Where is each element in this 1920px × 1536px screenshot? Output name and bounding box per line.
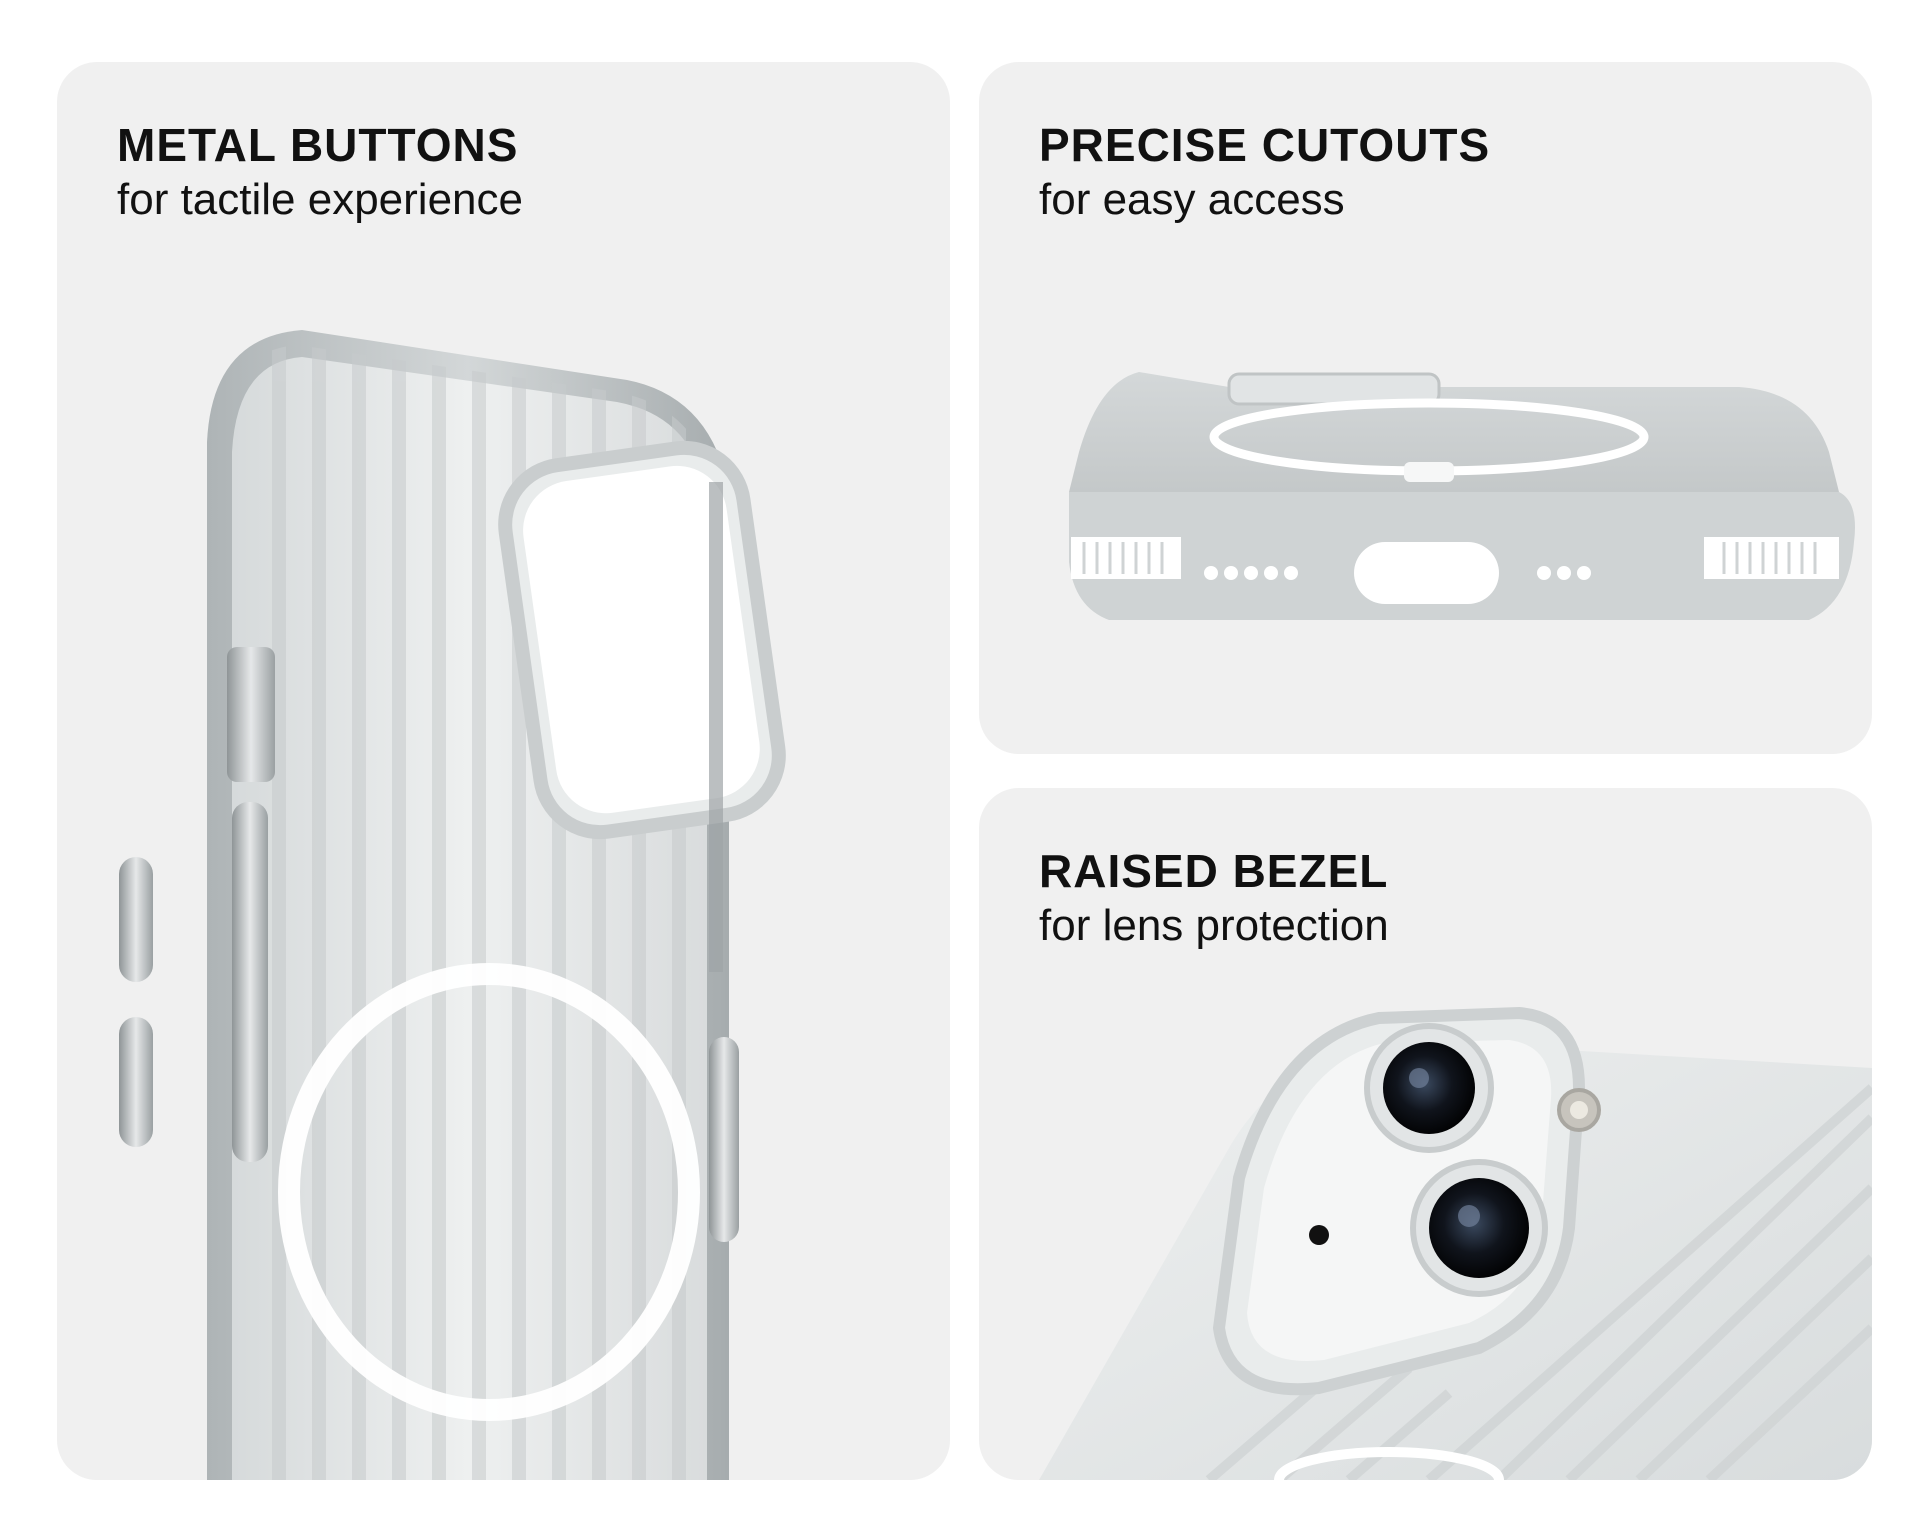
card-heading-group: RAISED BEZEL for lens protection (1039, 843, 1389, 953)
phone-case-bottom-view-illustration (1069, 372, 1855, 620)
camera-bezel-closeup-illustration (1039, 1006, 1872, 1480)
card-title: RAISED BEZEL (1039, 845, 1389, 897)
card-title: PRECISE CUTOUTS (1039, 119, 1491, 171)
feature-card-raised-bezel: RAISED BEZEL for lens protection (979, 788, 1872, 1480)
card-title: METAL BUTTONS (117, 119, 519, 171)
card-heading-group: PRECISE CUTOUTS for easy access (1039, 117, 1490, 227)
card-subtitle: for lens protection (1039, 901, 1389, 950)
card-subtitle: for easy access (1039, 175, 1345, 224)
feature-card-metal-buttons: METAL BUTTONS for tactile experience (57, 62, 950, 1480)
card-subtitle: for tactile experience (117, 175, 523, 224)
card-heading-group: METAL BUTTONS for tactile experience (117, 117, 523, 227)
feature-card-precise-cutouts: PRECISE CUTOUTS for easy access (979, 62, 1872, 754)
phone-case-side-view-illustration (119, 330, 786, 1480)
